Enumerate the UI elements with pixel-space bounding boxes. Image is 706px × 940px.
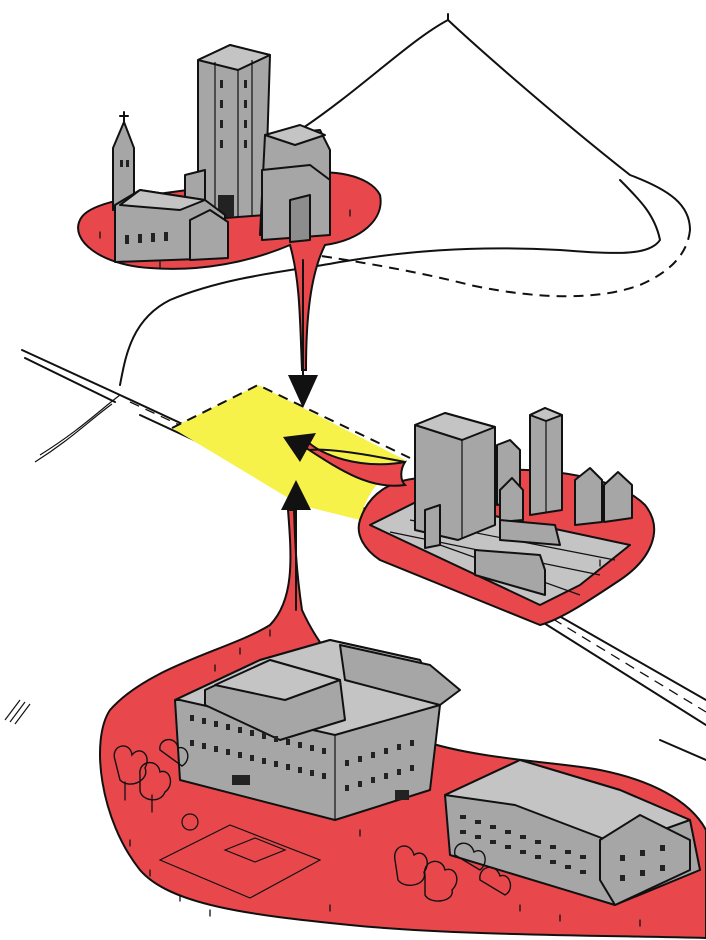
church-tower (198, 45, 270, 220)
church-site (78, 45, 381, 370)
